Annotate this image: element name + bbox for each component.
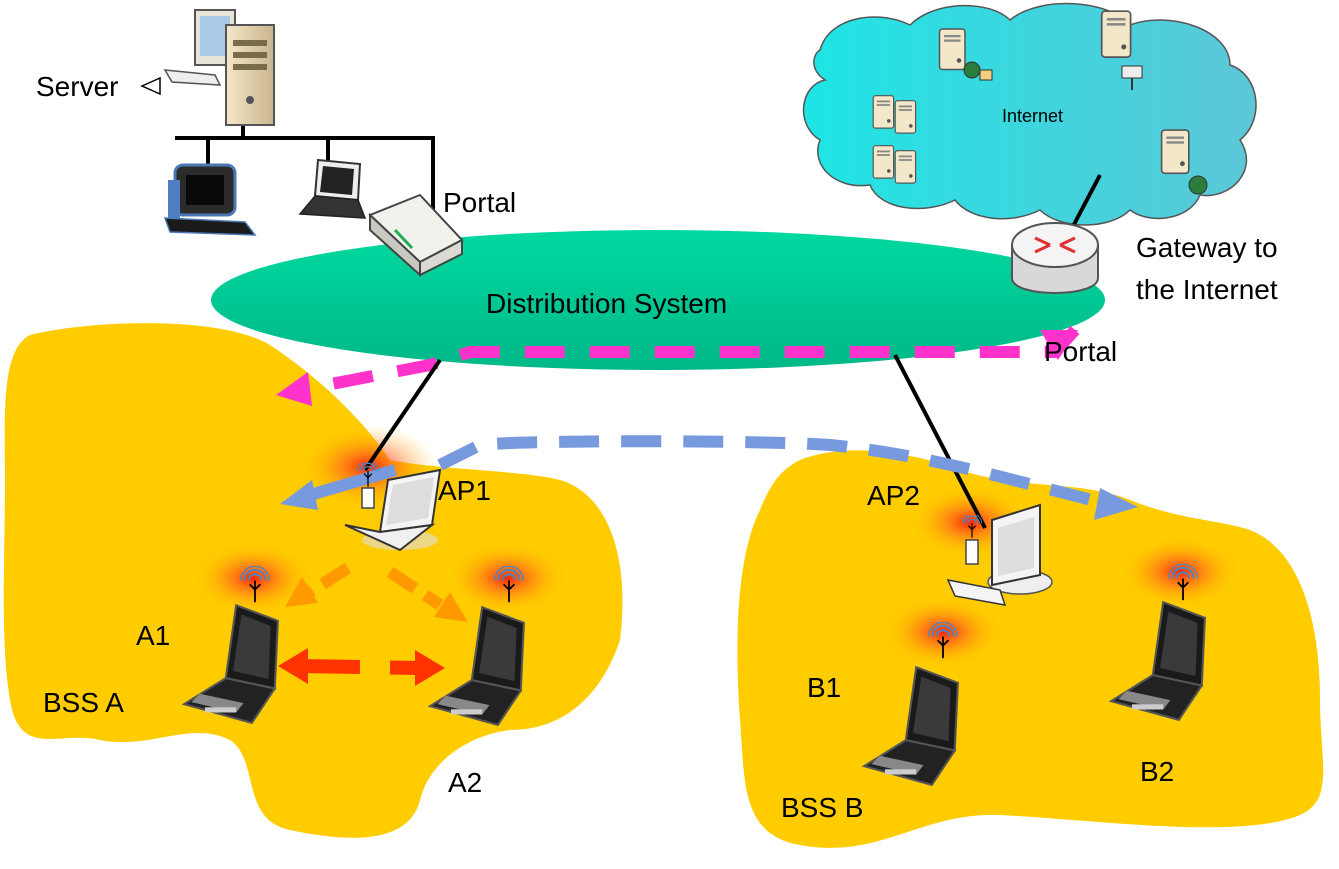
gateway-label-line1: Gateway to (1136, 232, 1278, 263)
a1-label: A1 (136, 620, 170, 651)
a1-a2-arrowhead-right (415, 650, 445, 686)
bss-a-label: BSS A (43, 687, 124, 718)
portal-path-arrowhead (276, 372, 312, 406)
internet-cloud (803, 2, 1257, 226)
a1-a2-link-arrow (299, 659, 419, 675)
laptop-icon (298, 158, 367, 219)
portal-top-label: Portal (443, 187, 516, 218)
ap1-to-a2-arrow (386, 566, 444, 611)
router-icon (1011, 222, 1099, 294)
b1-label: B1 (807, 672, 841, 703)
a1-a2-arrowhead-left (278, 648, 308, 684)
gateway-link (1068, 174, 1102, 233)
ap2-label: AP2 (867, 480, 920, 511)
portal-right-arrowhead (1040, 330, 1078, 360)
cloud-server-icon (1160, 129, 1208, 195)
cloud-server-icon (1100, 10, 1143, 90)
b2-label: B2 (1140, 756, 1174, 787)
ap-relay-path (437, 435, 1102, 508)
ap1-to-a1-arrow (306, 562, 352, 598)
ap1-to-a2-arrowhead (434, 592, 468, 622)
portal-device-icon (368, 193, 464, 278)
ap2-access-point (965, 539, 979, 565)
a2-radio-glow (447, 542, 567, 614)
cloud-server-icon (938, 28, 993, 81)
desktop-icon (163, 163, 257, 236)
desktop-icon (946, 503, 1053, 606)
laptop-icon (344, 468, 442, 552)
bss-b-label: BSS B (781, 792, 863, 823)
server-label: Server (36, 71, 118, 102)
ap1-to-a1-arrowhead (285, 577, 318, 607)
server-pointer (140, 76, 161, 96)
gateway-label-line2: the Internet (1136, 274, 1278, 305)
ap1-label: AP1 (438, 475, 491, 506)
ap-relay-path-left (308, 464, 397, 501)
ap-relay-arrowhead-right (1094, 488, 1138, 520)
distribution-system-label: Distribution System (486, 288, 727, 319)
internet-label: Internet (1002, 106, 1063, 126)
ap1-access-point (361, 487, 375, 509)
b2-radio-glow (1120, 536, 1240, 608)
server-icon (163, 9, 275, 126)
portal-right-label: Portal (1044, 336, 1117, 367)
a1-radio-glow (193, 542, 313, 614)
ds-ap2-link (893, 354, 987, 529)
b1-radio-glow (883, 596, 1003, 668)
ds-ap1-link (363, 358, 442, 472)
ap-relay-arrowhead-left (280, 480, 318, 510)
a2-label: A2 (448, 767, 482, 798)
